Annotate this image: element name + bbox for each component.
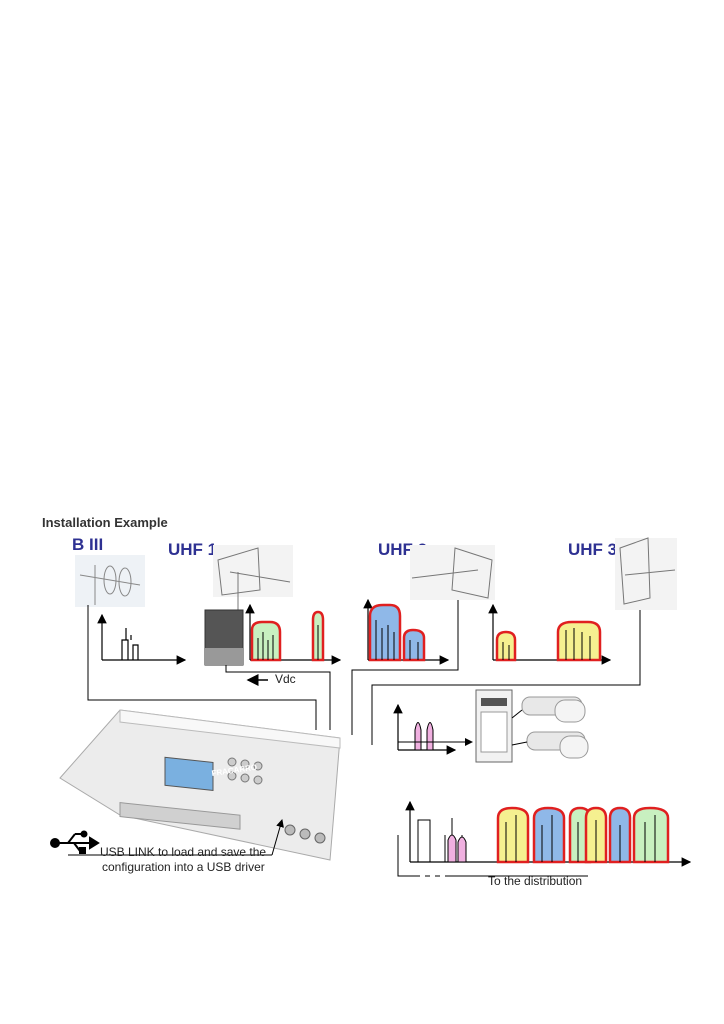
vdc-label: Vdc [275,672,296,686]
spectrum-modulator [393,703,473,755]
spectrum-output [397,800,692,877]
band-label-b3: B III [72,535,104,554]
spectrum-uhf2 [363,598,450,665]
antenna-uhf1-icon [213,545,293,612]
camera-icon [511,696,586,723]
usb-caption-line1: USB LINK to load and save the [100,845,267,859]
usb-icon [50,830,100,854]
preamplifier-icon [204,609,244,666]
spectrum-uhf3 [488,603,612,665]
camera-icon-2 [511,731,589,759]
spectrum-b3 [97,613,187,665]
page-title: Installation Example [42,515,168,530]
distribution-label: To the distribution [488,874,583,888]
antenna-uhf2-icon [410,545,495,600]
cable-lines [87,600,641,745]
antenna-uhf3-icon [615,537,677,610]
headend-device-icon [59,709,341,861]
spectrum-uhf1 [245,603,342,665]
band-label-uhf1: UHF 1 [168,540,218,559]
band-label-uhf3: UHF 3 [568,540,618,559]
usb-caption-line2: configuration into a USB driver [102,860,265,874]
modulator-unit-icon [475,689,513,763]
antenna-b3-icon [75,555,145,607]
